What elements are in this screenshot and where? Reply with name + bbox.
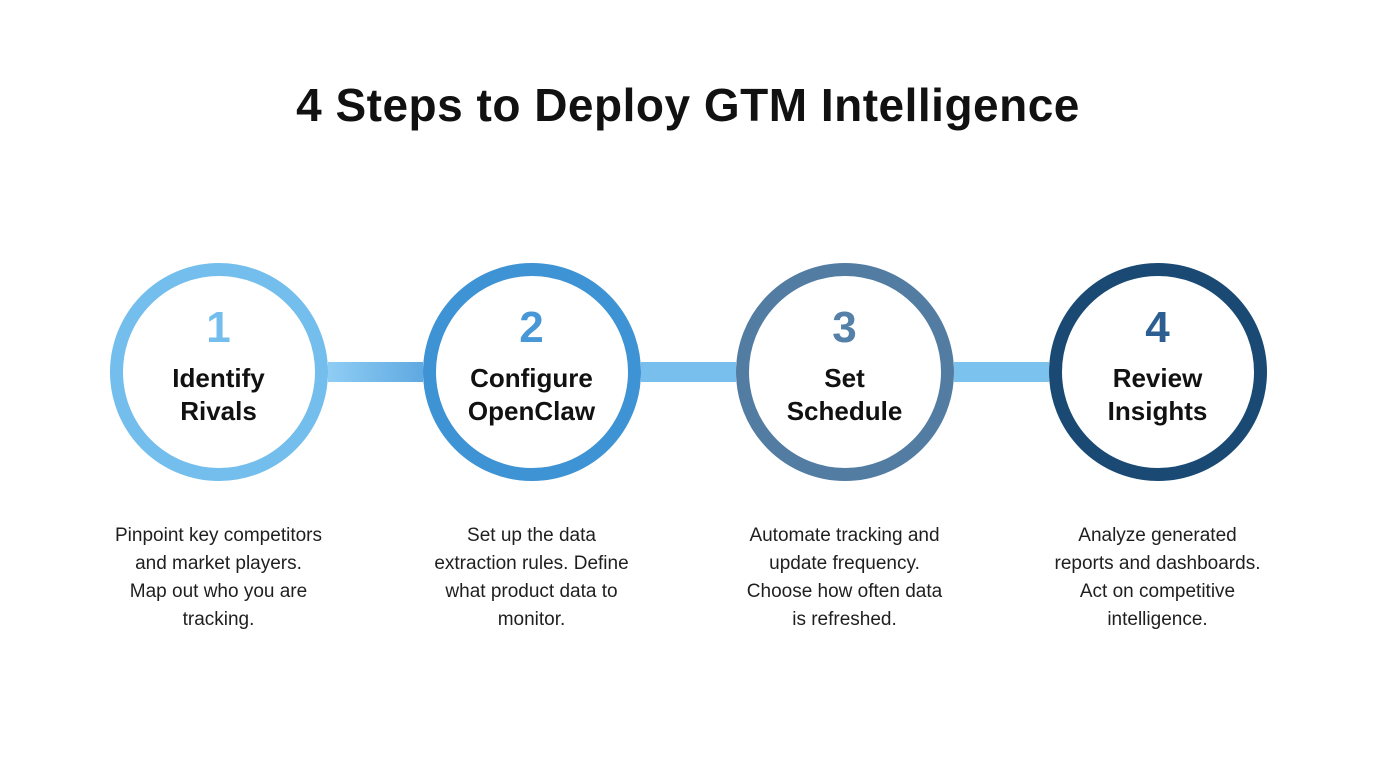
step-number-1: 1 [206, 302, 231, 352]
step-circle-4: 4 Review Insights [1048, 263, 1267, 481]
step-circle-2: 2 Configure OpenClaw [422, 263, 641, 481]
steps-row: 1 Identify Rivals 2 Configure OpenClaw 3… [0, 263, 1376, 481]
step-number-2: 2 [519, 302, 544, 352]
page-title: 4 Steps to Deploy GTM Intelligence [296, 79, 1080, 131]
step-title-1: Identify Rivals [172, 362, 265, 426]
step-description-1: Pinpoint key competitors and market play… [115, 525, 322, 631]
descriptions-row: Pinpoint key competitors and market play… [0, 522, 1376, 634]
step-title-3: Set Schedule [786, 362, 903, 426]
step-description-4: Analyze generated reports and dashboards… [1054, 525, 1261, 631]
step-number-3: 3 [832, 302, 857, 352]
step-description-2: Set up the data extraction rules. Define… [434, 525, 629, 631]
step-circle-3: 3 Set Schedule [735, 263, 954, 481]
step-title-4: Review Insights [1107, 362, 1208, 426]
connector-line-1 [327, 362, 423, 382]
step-circle-1: 1 Identify Rivals [109, 263, 328, 481]
step-number-4: 4 [1145, 302, 1170, 352]
connector-line-3 [953, 362, 1049, 382]
step-title-2: Configure OpenClaw [467, 362, 596, 426]
connector-line-2 [640, 362, 736, 382]
step-description-3: Automate tracking and update frequency. … [746, 525, 943, 631]
